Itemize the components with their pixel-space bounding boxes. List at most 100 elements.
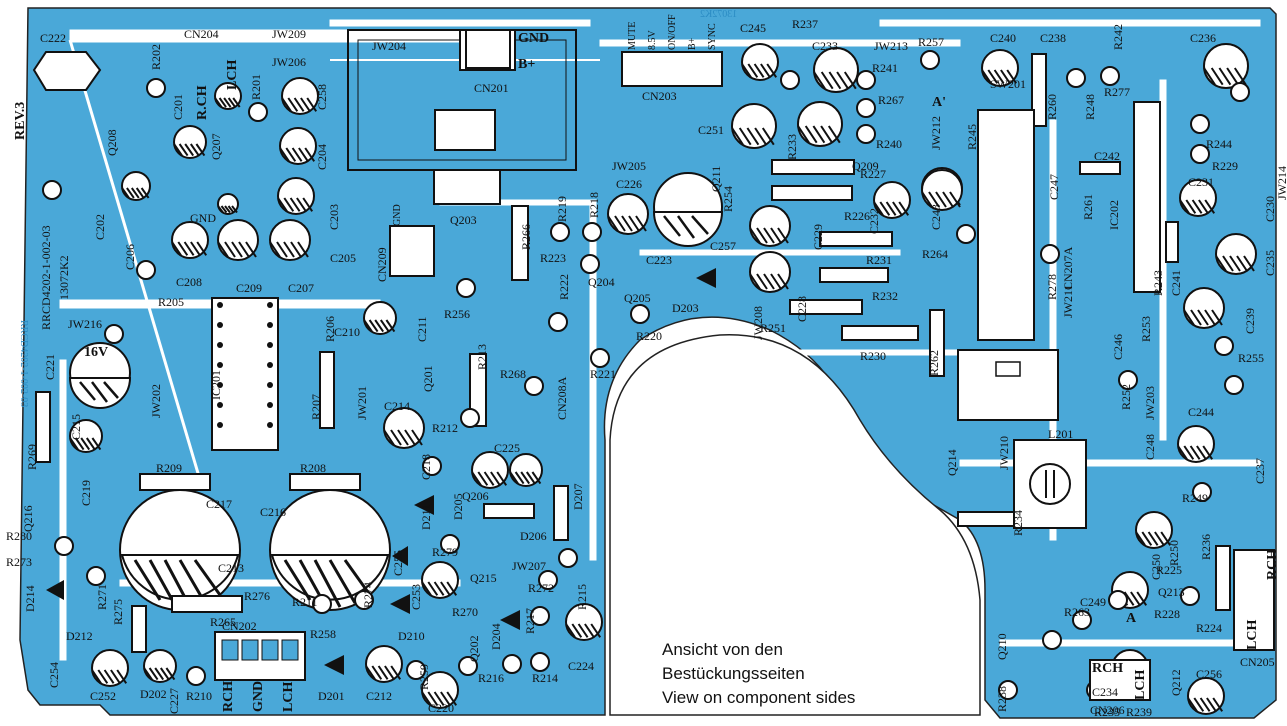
capacitor-hatch-40-2 xyxy=(935,191,947,208)
label-r261: R261 xyxy=(1081,193,1095,220)
capacitor-hatch-37-3 xyxy=(1130,591,1141,606)
capacitor-15 xyxy=(421,561,459,599)
label-c219: C219 xyxy=(79,479,93,506)
label-c205: C205 xyxy=(330,251,357,265)
label-c208: C208 xyxy=(176,275,203,289)
label-r256: R256 xyxy=(444,307,471,321)
capacitor-hatch-24-2 xyxy=(812,125,826,144)
label-q201: Q201 xyxy=(421,365,435,392)
board-date-code: 13072K2 xyxy=(57,255,71,300)
label-r232: R232 xyxy=(872,289,899,303)
pad-36 xyxy=(502,654,522,674)
resistor-11 xyxy=(819,231,893,247)
label-c235: C235 xyxy=(1263,249,1277,276)
capacitor-hatch-17-4 xyxy=(446,691,458,706)
label-d201: D201 xyxy=(318,689,345,703)
board-part-number: RRCD4202-1-002-03 xyxy=(39,225,53,330)
label-q206: Q206 xyxy=(462,489,489,503)
capacitor-hatch-24-0 xyxy=(797,125,810,144)
caption-line3: View on component sides xyxy=(662,688,856,707)
switch-knob xyxy=(957,349,1059,421)
cn204-lch-label: LCH xyxy=(225,59,240,90)
label-r258: R258 xyxy=(310,627,337,641)
label-r280: R280 xyxy=(6,529,33,543)
capacitor-11 xyxy=(69,419,103,453)
mounting-holes xyxy=(42,82,1250,395)
board-mirrored-side-code: RRCD4202-1-002-03 xyxy=(18,320,29,408)
capacitor-hatch-16-4 xyxy=(390,665,402,680)
label-d207: D207 xyxy=(571,483,585,510)
label-q216: Q216 xyxy=(21,505,35,532)
label-r262: R262 xyxy=(927,349,941,376)
label-r226: R226 xyxy=(844,209,871,223)
capacitor-hatch-14-2 xyxy=(520,471,531,485)
label-r201: R201 xyxy=(249,73,263,100)
label-jw201: JW201 xyxy=(355,386,369,420)
capacitor-hatch-0-1 xyxy=(178,143,189,157)
label-d214: D214 xyxy=(23,585,37,612)
label-r217: R217 xyxy=(523,607,537,634)
capacitor-hatch-0-2 xyxy=(184,143,195,157)
pad-28 xyxy=(1072,610,1092,630)
label-c206: C206 xyxy=(123,243,137,270)
capacitor-hatch-32-0 xyxy=(1179,199,1190,214)
resistor-20 xyxy=(1165,221,1179,263)
capacitor-3 xyxy=(279,127,317,165)
pad-0 xyxy=(146,78,166,98)
label-q202: Q202 xyxy=(467,635,481,662)
cn204-rch-label: R.CH xyxy=(195,85,210,120)
label-c221: C221 xyxy=(43,353,57,380)
capacitor-hatch-22-3 xyxy=(836,71,849,90)
capacitor-hatch-21-1 xyxy=(747,63,759,78)
label-d211: D211 xyxy=(419,503,433,530)
label-c223: C223 xyxy=(646,253,673,267)
capacitor-6 xyxy=(171,221,209,259)
capacitor-hatch-40-3 xyxy=(942,191,954,208)
label-c211: C211 xyxy=(415,316,429,342)
label-r278: R278 xyxy=(1045,273,1059,300)
capacitor-hatch-26-2 xyxy=(763,227,775,244)
resistor-9 xyxy=(771,159,855,175)
label-jw206: JW206 xyxy=(272,55,306,69)
pad-12 xyxy=(630,304,650,324)
capacitor-18 xyxy=(565,603,603,641)
capacitor-hatch-31-0 xyxy=(1203,67,1216,86)
label-r243: R243 xyxy=(1151,269,1165,296)
cn202-lch-label: LCH xyxy=(281,681,296,712)
label-cn206: CN206 xyxy=(1090,703,1125,717)
label-c254: C254 xyxy=(47,661,61,688)
label-r221: R221 xyxy=(590,367,617,381)
capacitor-10 xyxy=(363,301,397,335)
capacitor-hatch-19-4 xyxy=(116,669,128,684)
cn206-rch-label: RCH xyxy=(1092,661,1124,676)
label-c239: C239 xyxy=(1243,307,1257,334)
capacitor-hatch-25-0 xyxy=(607,215,619,232)
capacitor-34 xyxy=(1183,287,1225,329)
capacitor-hatch-18-0 xyxy=(565,623,576,638)
capacitor-hatch-26-0 xyxy=(749,227,761,244)
capacitor-hatch-27-3 xyxy=(770,273,782,290)
capacitor-hatch-26-4 xyxy=(777,227,789,244)
label-c215: C215 xyxy=(69,413,83,440)
point-a-label: A xyxy=(1126,611,1137,626)
capacitor-hatch-10-4 xyxy=(385,319,396,333)
capacitor-22 xyxy=(813,47,859,93)
label-r268: R268 xyxy=(500,367,527,381)
capacitor-hatch-39-3 xyxy=(1206,697,1217,712)
resistor-14 xyxy=(841,325,919,341)
pad-44 xyxy=(54,536,74,556)
capacitor-hatch-7-3 xyxy=(238,241,250,258)
resistor-19 xyxy=(1079,161,1121,175)
capacitor-hatch-4-0 xyxy=(277,197,288,212)
capacitor-hatch-4-3 xyxy=(296,197,307,212)
capacitor-hatch-13-0 xyxy=(471,471,482,486)
capacitor-hatch-14-1 xyxy=(514,471,525,485)
capacitor-hatch-28-2 xyxy=(885,201,897,216)
capacitor-hatch-9-1 xyxy=(220,205,228,214)
label-r249: R249 xyxy=(1182,491,1209,505)
capacitor-hatch-35-0 xyxy=(1177,445,1188,460)
label-c210: C210 xyxy=(334,325,361,339)
label-r238: R238 xyxy=(995,685,1009,712)
label-c243: C243 xyxy=(929,203,943,230)
capacitor-hatch-19-3 xyxy=(110,669,121,684)
